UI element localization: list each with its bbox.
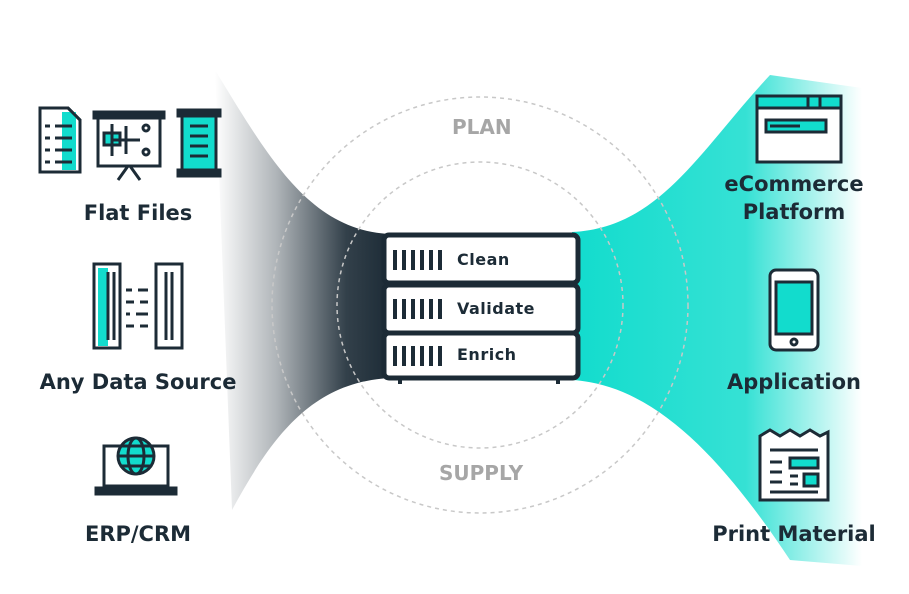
server-stack: [381, 232, 581, 384]
step-clean-label: Clean: [457, 250, 510, 269]
erp-crm-icon: [94, 436, 178, 496]
flat-files-icon: [38, 106, 222, 181]
step-validate-label: Validate: [457, 299, 536, 318]
source-label-flat-files: Flat Files: [83, 201, 193, 225]
source-label-erp-crm: ERP/CRM: [84, 522, 192, 546]
step-enrich-label: Enrich: [457, 345, 517, 364]
output-label-print-material: Print Material: [712, 522, 876, 546]
print-material-icon: [758, 428, 830, 502]
mobile-app-icon: [768, 268, 820, 352]
plan-supply-inner-ring: [336, 161, 624, 449]
supply-label: SUPPLY: [439, 461, 524, 485]
output-label-ecommerce-line1: eCommerce: [724, 172, 864, 196]
ecommerce-icon: [755, 94, 843, 164]
output-label-application: Application: [727, 370, 861, 394]
plan-supply-outer-ring: [271, 96, 689, 514]
data-source-icon: [92, 262, 184, 350]
source-label-any-data-source: Any Data Source: [39, 370, 237, 394]
output-label-ecommerce-line2: Platform: [742, 200, 846, 224]
plan-label: PLAN: [452, 115, 512, 139]
input-funnel: [215, 70, 390, 510]
